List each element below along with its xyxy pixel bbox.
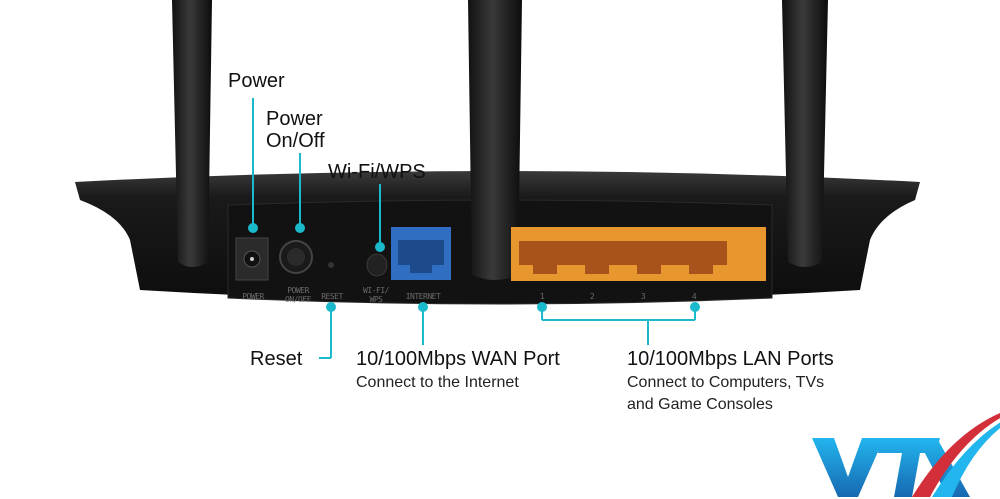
callout-wifi-wps: Wi-Fi/WPS	[328, 161, 426, 183]
reset-hole	[328, 262, 334, 268]
callout-power: Power	[228, 70, 285, 92]
port-label-line: WPS	[369, 295, 383, 304]
callout-power-onoff-line1: Power	[266, 108, 323, 130]
wan-port	[391, 227, 451, 280]
callout-reset: Reset	[250, 348, 303, 370]
port-label-line: POWER	[287, 286, 309, 295]
port-label-lan-1: 1	[539, 292, 545, 301]
callout-lan-title: 10/100Mbps LAN Ports	[627, 348, 834, 370]
antenna-left	[172, 0, 212, 267]
power-jack	[235, 237, 269, 281]
antenna-middle	[468, 0, 522, 280]
callout-power-onoff-line2: On/Off	[266, 130, 325, 152]
port-label-internet: INTERNET	[405, 292, 441, 301]
port-label-wifi: WI-FI/WPS	[360, 286, 392, 304]
port-label-lan-3: 3	[640, 292, 646, 301]
port-label-power: POWER	[242, 292, 264, 301]
port-label-lan-2: 2	[589, 292, 595, 301]
callout-lines	[248, 98, 700, 359]
antenna-right	[782, 0, 828, 267]
wifi-wps-button	[366, 253, 388, 277]
lan-port-block	[511, 227, 766, 281]
callout-lan-desc-line1: Connect to Computers, TVs	[627, 374, 825, 391]
callout-wan-desc: Connect to the Internet	[356, 374, 519, 391]
port-label-lan-4: 4	[691, 292, 697, 301]
callout-wan-title: 10/100Mbps WAN Port	[356, 348, 560, 370]
port-label-line: ON/OFF	[285, 295, 311, 304]
callout-lan-desc-line2: and Game Consoles	[627, 396, 773, 413]
vtx-logo	[812, 413, 1000, 497]
port-label-reset: RESET	[321, 292, 343, 301]
port-label-line: WI-FI/	[363, 286, 389, 295]
power-button	[279, 240, 313, 274]
